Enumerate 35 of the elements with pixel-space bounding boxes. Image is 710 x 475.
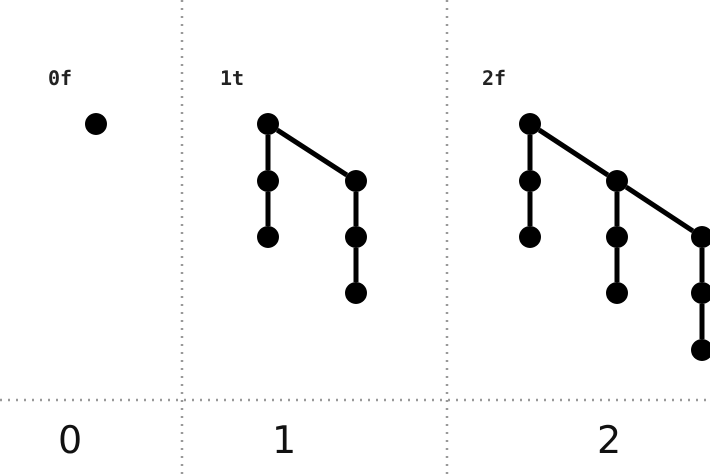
vertex-dot — [345, 170, 367, 192]
vertex-dot — [691, 339, 710, 361]
tree-edge — [624, 184, 694, 234]
vertex-dot — [519, 170, 541, 192]
vertex-dot — [85, 113, 107, 135]
tree-label: 1t — [220, 66, 244, 90]
tree-edge — [538, 128, 610, 178]
tree-edge — [528, 192, 532, 226]
column-number: 2 — [597, 418, 622, 462]
tree-label: 2f — [482, 66, 506, 90]
vertex-dot — [257, 226, 279, 248]
tree-edge — [614, 248, 620, 282]
tree-edge — [276, 128, 348, 178]
tree-edge — [700, 248, 704, 282]
vertex-dot — [257, 113, 279, 135]
tree-edge — [354, 248, 358, 282]
tree-edge — [354, 192, 358, 226]
vertex-dot — [691, 282, 710, 304]
tree-edge — [266, 192, 270, 226]
vertex-dot — [345, 226, 367, 248]
tree-edge — [614, 192, 620, 226]
vertex-dot — [606, 226, 628, 248]
tree-edge — [528, 135, 532, 170]
column-number: 1 — [272, 418, 296, 462]
column-number: 0 — [58, 418, 82, 462]
vertex-dot — [519, 226, 541, 248]
tree-edge — [700, 304, 704, 339]
vertex-dot — [345, 282, 367, 304]
vertex-dot — [606, 170, 628, 192]
tree-edge — [266, 135, 270, 170]
vertex-dot — [691, 226, 710, 248]
vertex-dot — [606, 282, 628, 304]
tree-label: 0f — [48, 66, 72, 90]
vertex-dot — [257, 170, 279, 192]
vertex-dot — [519, 113, 541, 135]
